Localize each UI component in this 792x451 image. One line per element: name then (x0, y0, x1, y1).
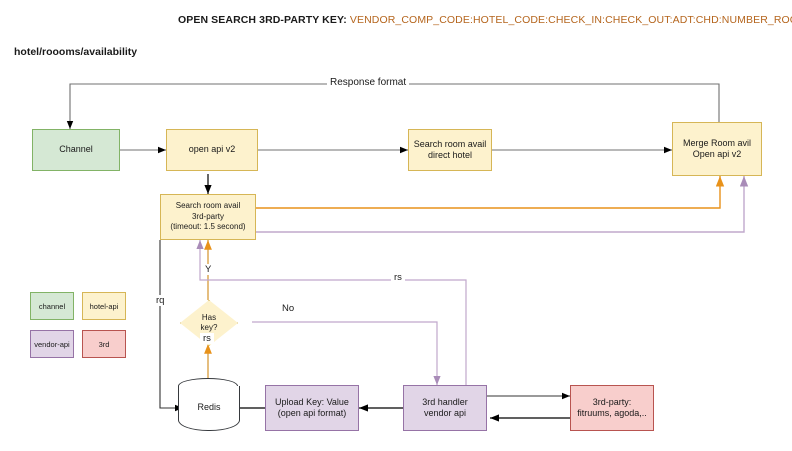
node-redis[interactable]: Redis (178, 378, 240, 438)
redis-label: Redis (197, 402, 221, 412)
node-merge-room-avail-open-api-v2[interactable]: Merge Room avil Open api v2 (672, 122, 762, 176)
edge-label-no: No (279, 303, 298, 314)
node-3rd-handler-vendor-api[interactable]: 3rd handler vendor api (403, 385, 487, 431)
legend-item-hotel-api: hotel-api (82, 292, 126, 320)
node-3rd-party-vendors[interactable]: 3rd-party: fitruums, agoda,.. (570, 385, 654, 431)
edge-label-rs-handler: rs (391, 272, 405, 283)
node-upload-key-value[interactable]: Upload Key: Value (open api format) (265, 385, 359, 431)
page-title: OPEN SEARCH 3RD-PARTY KEY: VENDOR_COMP_C… (178, 14, 792, 26)
node-channel[interactable]: Channel (32, 129, 120, 171)
edge-label-rq: rq (153, 295, 168, 306)
node-search-room-avail-direct-hotel[interactable]: Search room avail direct hotel (408, 129, 492, 171)
edge-label-rs-redis: rs (200, 333, 214, 344)
legend-item-3rd: 3rd (82, 330, 126, 358)
node-search-room-avail-3rd-party[interactable]: Search room avail 3rd-party (timeout: 1.… (160, 194, 256, 240)
cylinder-body (178, 386, 240, 431)
title-key: VENDOR_COMP_CODE:HOTEL_CODE:CHECK_IN:CHE… (349, 14, 792, 26)
legend-item-channel: channel (30, 292, 74, 320)
endpoint-subtitle: hotel/roooms/availability (14, 46, 138, 58)
edge-label-yes: Y (202, 264, 215, 275)
node-open-api-v2[interactable]: open api v2 (166, 129, 258, 171)
legend-item-vendor-api: vendor-api (30, 330, 74, 358)
edge-label-response-format: Response format (327, 77, 410, 88)
title-prefix: OPEN SEARCH 3RD-PARTY KEY: (178, 14, 347, 26)
